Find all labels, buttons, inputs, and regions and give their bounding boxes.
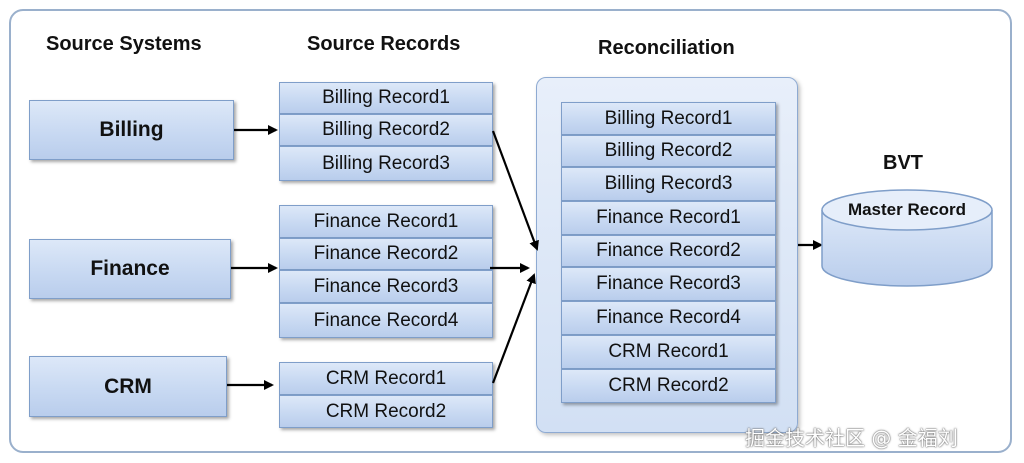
source-finance-record-4: Finance Record4	[279, 303, 493, 338]
heading-bvt: BVT	[883, 152, 923, 174]
recon-crm-record-2: CRM Record2	[561, 369, 776, 403]
recon-finance-record-3: Finance Record3	[561, 267, 776, 301]
heading-source-records: Source Records	[307, 33, 461, 55]
arrow-billing-records-to-reconciliation	[491, 130, 539, 251]
source-crm-record-2: CRM Record2	[279, 395, 493, 428]
source-crm-record-1: CRM Record1	[279, 362, 493, 395]
source-billing-record-3: Billing Record3	[279, 146, 493, 181]
recon-billing-record-3: Billing Record3	[561, 167, 776, 201]
master-record-cylinder	[821, 189, 993, 287]
master-record-label: Master Record	[847, 200, 967, 219]
system-finance: Finance	[29, 239, 231, 299]
watermark-text: 掘金技术社区 @ 金福刘	[745, 426, 958, 450]
system-billing: Billing	[29, 100, 234, 160]
source-billing-record-2: Billing Record2	[279, 114, 493, 146]
source-finance-record-3: Finance Record3	[279, 270, 493, 303]
recon-crm-record-1: CRM Record1	[561, 335, 776, 369]
heading-reconciliation: Reconciliation	[598, 37, 735, 59]
arrow-crm-records-to-reconciliation	[491, 273, 536, 384]
source-finance-record-2: Finance Record2	[279, 238, 493, 270]
heading-source-systems: Source Systems	[46, 33, 202, 55]
source-billing-record-1: Billing Record1	[279, 82, 493, 114]
recon-finance-record-4: Finance Record4	[561, 301, 776, 335]
recon-finance-record-2: Finance Record2	[561, 235, 776, 267]
recon-finance-record-1: Finance Record1	[561, 201, 776, 235]
source-finance-record-1: Finance Record1	[279, 205, 493, 238]
system-crm: CRM	[29, 356, 227, 417]
recon-billing-record-2: Billing Record2	[561, 135, 776, 167]
recon-billing-record-1: Billing Record1	[561, 102, 776, 135]
